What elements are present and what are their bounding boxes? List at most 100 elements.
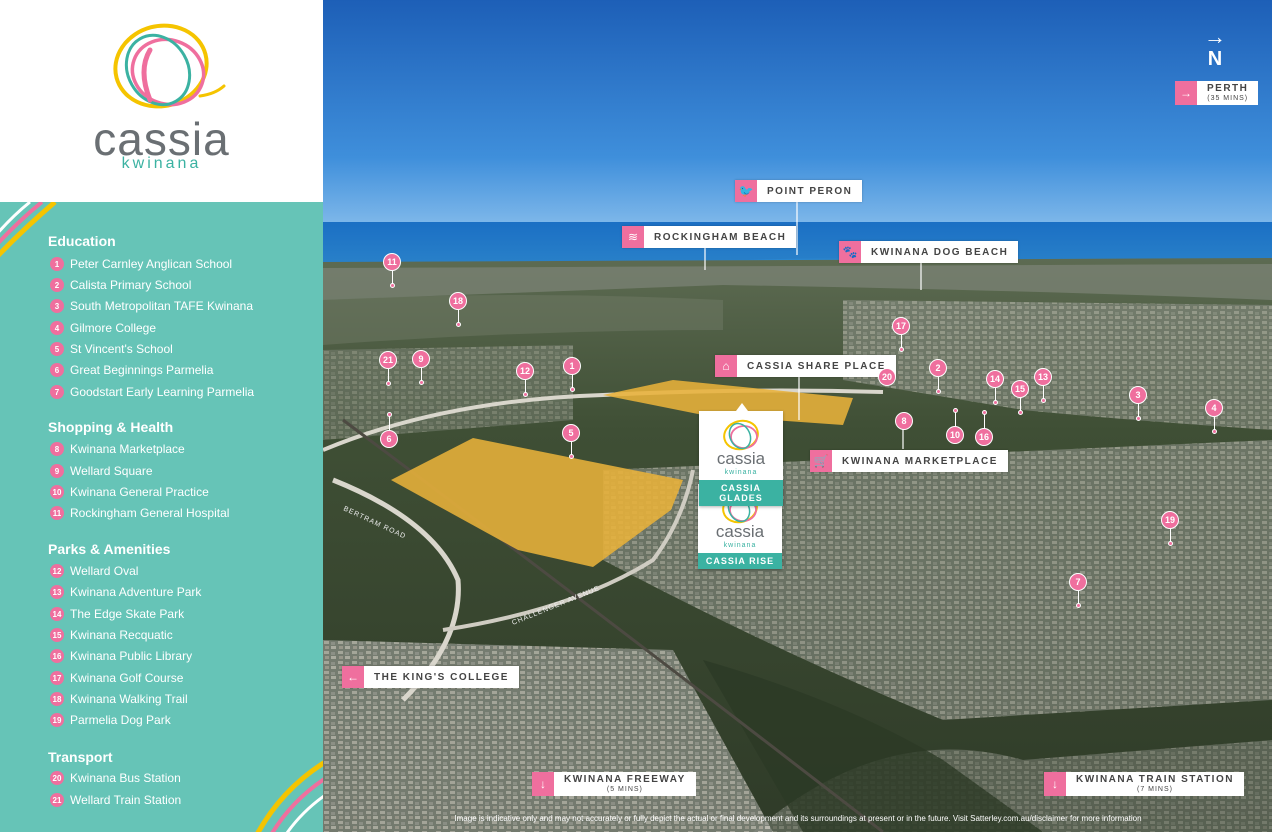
legend-badge: 11 (50, 506, 64, 520)
house-icon: ⌂ (715, 355, 737, 377)
pin-number: 13 (1034, 368, 1052, 386)
arrow-right-icon: → (1175, 81, 1197, 105)
label-text: KWINANA DOG BEACH (871, 246, 1009, 258)
card-caption: CASSIA RISE (698, 553, 782, 569)
direction-kwinana-train-station[interactable]: ↓ KWINANA TRAIN STATION (7 MINS) (1044, 772, 1244, 796)
label-text: CASSIA SHARE PLACE (747, 360, 886, 372)
pin-number: 18 (449, 292, 467, 310)
pin-tip (568, 454, 574, 459)
label-kings-college[interactable]: ← THE KING'S COLLEGE (342, 666, 519, 688)
direction-train-text: KWINANA TRAIN STATION (7 MINS) (1066, 772, 1244, 796)
pin-number: 16 (975, 428, 993, 446)
pin-tip (898, 347, 904, 352)
arrow-down-icon: ↓ (532, 772, 554, 796)
label-kwinana-dog-beach[interactable]: 🐾 KWINANA DOG BEACH (839, 241, 1019, 263)
direction-perth[interactable]: → PERTH (35 MINS) (1175, 81, 1259, 105)
legend-label: Parmelia Dog Park (70, 713, 171, 727)
pin-number: 10 (946, 426, 964, 444)
legend-label: Kwinana Recquatic (70, 628, 173, 642)
legend-badge: 2 (50, 278, 64, 292)
card-notch (736, 403, 748, 411)
legend-badge: 13 (50, 585, 64, 599)
pin-number: 6 (380, 430, 398, 448)
arrow-left-icon: ← (342, 666, 364, 688)
legend-badge: 1 (50, 257, 64, 271)
north-letter: N (1207, 48, 1223, 70)
pin-stem (571, 375, 573, 389)
legend-label: The Edge Skate Park (70, 607, 185, 621)
legend-label: Gilmore College (70, 321, 157, 335)
pin-stem (994, 388, 996, 402)
label-cassia-share-place[interactable]: ⌂ CASSIA SHARE PLACE (715, 355, 896, 377)
pin-number: 15 (1011, 380, 1029, 398)
direction-title: PERTH (1207, 83, 1249, 94)
direction-kwinana-freeway[interactable]: ↓ KWINANA FREEWAY (5 MINS) (532, 772, 696, 796)
legend-badge: 8 (50, 442, 64, 456)
pin-stem (1019, 398, 1021, 412)
pin-stem (420, 368, 422, 382)
pin-stem (937, 377, 939, 391)
legend-label: Wellard Train Station (70, 793, 182, 807)
legend-heading-shopping: Shopping & Health (48, 419, 174, 435)
pin-number: 20 (878, 368, 896, 386)
disclaimer: Image is indicative only and may not acc… (454, 814, 1142, 823)
pin-stem (1169, 529, 1171, 543)
legend-heading-parks: Parks & Amenities (48, 541, 171, 557)
legend-item: 12 Wellard Oval (50, 563, 138, 579)
legend-badge: 16 (50, 649, 64, 663)
legend-badge: 19 (50, 713, 64, 727)
card-suburb: kwinana (724, 469, 758, 476)
pin-tip (1211, 429, 1217, 434)
logo-suburb: kwinana (121, 155, 202, 172)
pin-tip (1075, 603, 1081, 608)
label-text: POINT PERON (767, 185, 853, 197)
legend-label: South Metropolitan TAFE Kwinana (70, 299, 253, 313)
legend-badge: 20 (50, 771, 64, 785)
pin-tip (455, 322, 461, 327)
pin-number: 7 (1069, 573, 1087, 591)
label-rockingham-beach[interactable]: ≋ ROCKINGHAM BEACH (622, 226, 797, 248)
direction-title: KWINANA TRAIN STATION (1076, 774, 1234, 785)
pin-tip (389, 283, 395, 288)
aerial-map[interactable]: BERTRAM ROAD CHALLENGER AVENUE → N → PER… (323, 0, 1272, 832)
card-cassia-glades[interactable]: cassia kwinana CASSIA GLADES (699, 403, 783, 506)
pin-number: 14 (986, 370, 1004, 388)
legend-label: Calista Primary School (70, 278, 192, 292)
legend-badge: 12 (50, 564, 64, 578)
pin-stem (570, 442, 572, 456)
label-text: THE KING'S COLLEGE (374, 671, 509, 683)
legend-item: 2 Calista Primary School (50, 277, 191, 293)
pin-stem (524, 380, 526, 394)
legend-label: St Vincent's School (70, 342, 173, 356)
legend-label: Kwinana Walking Trail (70, 692, 188, 706)
pin-number: 5 (562, 424, 580, 442)
pin-stem (1042, 386, 1044, 400)
label-text: KWINANA MARKETPLACE (842, 455, 998, 467)
pin-stem (388, 416, 390, 430)
pin-tip (952, 408, 958, 413)
legend-badge: 14 (50, 607, 64, 621)
legend-badge: 18 (50, 692, 64, 706)
pin-stem (900, 335, 902, 349)
pin-stem (1137, 404, 1139, 418)
label-point-peron[interactable]: 🐦 POINT PERON (735, 180, 863, 202)
legend-label: Wellard Oval (70, 564, 139, 578)
pin-stem (1077, 591, 1079, 605)
pin-tip (1040, 398, 1046, 403)
label-kwinana-marketplace[interactable]: 🛒 KWINANA MARKETPLACE (810, 450, 1008, 472)
legend-label: Great Beginnings Parmelia (70, 363, 214, 377)
legend-label: Kwinana Bus Station (70, 771, 181, 785)
pin-tip (385, 381, 391, 386)
pin-tip (935, 389, 941, 394)
